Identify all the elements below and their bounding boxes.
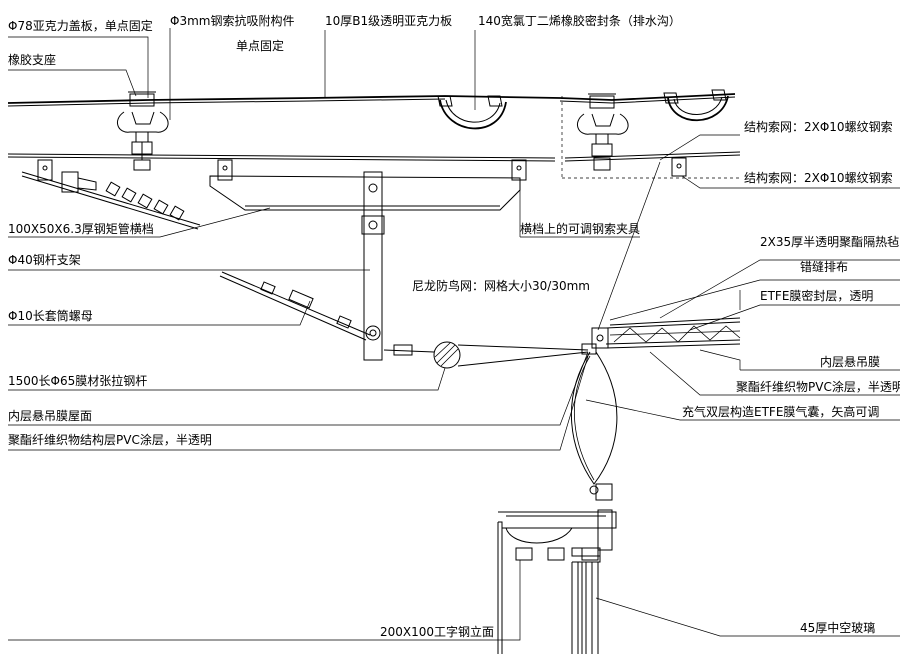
rubber-support-right (576, 93, 629, 171)
insulated-glass (571, 547, 601, 654)
sleeve-nut-rod (219, 271, 371, 341)
label-pvc-coating: 聚酯纤维织物PVC涂层，半透明 (736, 379, 900, 394)
label-felt-2: 错缝排布 (800, 259, 848, 274)
acrylic-roof-panel (7, 93, 736, 107)
neoprene-seal-right (663, 89, 729, 122)
label-cable-anti-suction: Φ3mm钢索抗吸附构件 (170, 13, 294, 28)
steel-purlin (209, 175, 521, 211)
label-etfe-cushion: 充气双层构造ETFE膜气囊，矢高可调 (682, 404, 879, 419)
cable-clamps (37, 157, 687, 181)
steel-rod-support (361, 171, 385, 361)
rubber-support-left (116, 91, 169, 171)
label-cable-net-2: 结构索网：2XΦ10螺纹钢索 (744, 170, 893, 185)
label-i-beam: 200X100工字钢立面 (380, 624, 494, 639)
label-acrylic-cover: Φ78亚克力盖板，单点固定 (8, 18, 153, 33)
label-rubber-support: 橡胶支座 (8, 52, 56, 67)
label-glass: 45厚中空玻璃 (800, 620, 875, 635)
tension-rod (383, 341, 589, 369)
label-sleeve-nut: Φ10长套筒螺母 (8, 308, 93, 323)
i-beam-elevation (497, 483, 617, 654)
label-pvc-structure: 聚酯纤维织物结构层PVC涂层，半透明 (8, 432, 212, 447)
etfe-cushion (570, 351, 618, 495)
label-neoprene-seal: 140宽氯丁二烯橡胶密封条（排水沟） (478, 13, 681, 28)
diagonal-clamp-assembly (21, 171, 201, 230)
bird-net-line (597, 161, 661, 331)
structural-cable-net (7, 151, 741, 162)
leader-lines (8, 28, 900, 641)
label-inner-roof: 内层悬吊膜屋面 (8, 409, 92, 423)
label-purlin: 100X50X6.3厚钢矩管横档 (8, 221, 154, 236)
label-cable-net-1: 结构索网：2XΦ10螺纹钢索 (744, 119, 893, 134)
label-rod-support: Φ40钢杆支架 (8, 253, 81, 267)
label-felt-1: 2X35厚半透明聚酯隔热毡 (760, 235, 899, 249)
membrane-panel (581, 317, 741, 355)
label-etfe-seal: ETFE膜密封层，透明 (760, 288, 873, 303)
label-acrylic-panel: 10厚B1级透明亚克力板 (325, 14, 452, 28)
label-single-point-fix: 单点固定 (236, 38, 284, 53)
break-line (561, 96, 740, 179)
label-inner-membrane: 内层悬吊膜 (820, 355, 880, 369)
label-tension-rod: 1500长Φ65膜材张拉钢杆 (8, 373, 147, 388)
label-bird-net: 尼龙防鸟网：网格大小30/30mm (412, 278, 590, 293)
label-clamp: 横档上的可调钢索夹具 (520, 221, 640, 236)
neoprene-seal-drain (437, 95, 507, 130)
